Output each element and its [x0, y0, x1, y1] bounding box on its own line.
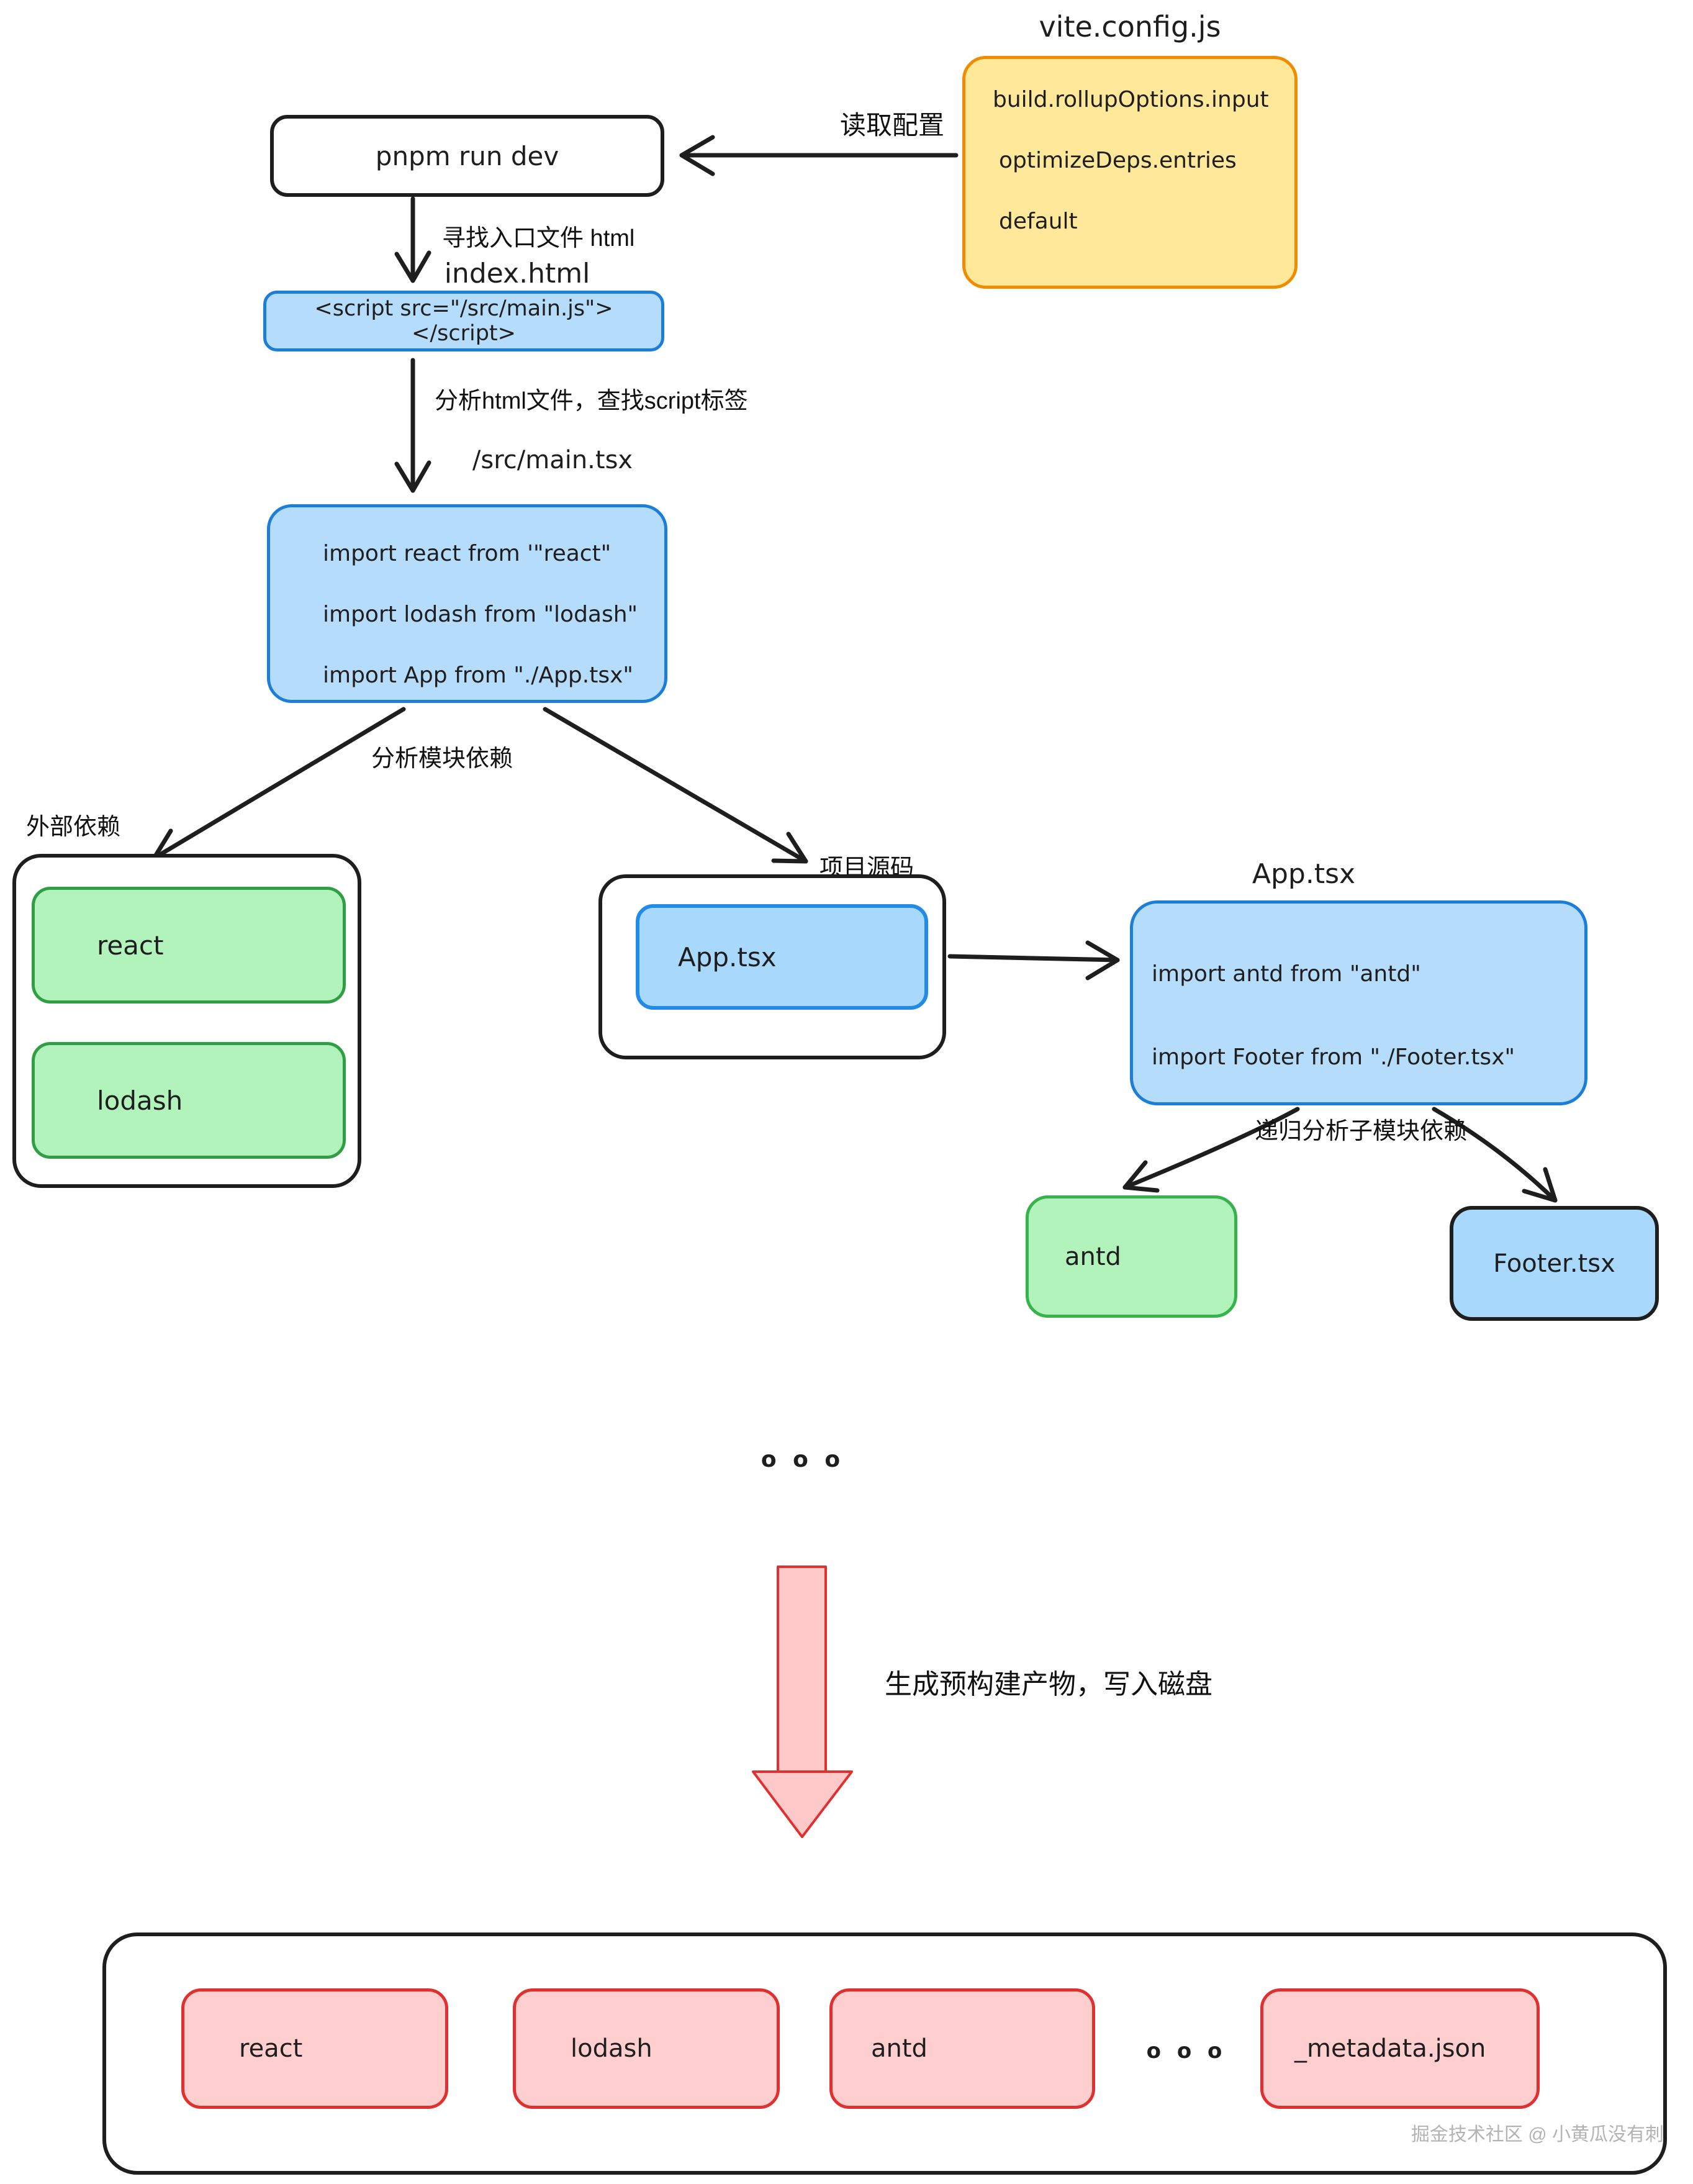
app-tsx-imports-box: import antd from "antd" import Footer fr…	[1130, 900, 1587, 1105]
ellipsis-output: o o o	[1146, 2039, 1227, 2064]
app-import-line: import antd from "antd"	[1152, 961, 1421, 987]
watermark: 掘金技术社区 @ 小黄瓜没有刺	[1411, 2124, 1664, 2145]
arrow-to-project-src	[543, 707, 808, 864]
vite-config-item: build.rollupOptions.input	[993, 87, 1269, 112]
recursive-label: 递归分析子模块依赖	[1254, 1118, 1467, 1144]
output-antd-box: antd	[829, 1988, 1095, 2109]
ellipsis-middle: o o o	[761, 1447, 845, 1472]
prebundle-arrow	[752, 1566, 853, 1838]
output-metadata-box: _metadata.json	[1260, 1988, 1540, 2109]
arrow-analyze-html	[394, 358, 431, 493]
arrow-app-to-imports	[947, 940, 1120, 981]
vite-config-box: build.rollupOptions.input optimizeDeps.e…	[962, 56, 1298, 289]
antd-box: antd	[1026, 1195, 1237, 1318]
external-dep-lodash-box: lodash	[32, 1042, 346, 1159]
output-lodash-box: lodash	[513, 1988, 780, 2109]
project-app-tsx-box: App.tsx	[636, 904, 928, 1010]
main-tsx-path-label: /src/main.tsx	[472, 446, 633, 474]
external-dep-react-box: react	[32, 887, 346, 1004]
generate-label: 生成预构建产物，写入磁盘	[885, 1669, 1212, 1700]
arrow-read-config	[679, 135, 959, 176]
find-entry-label: 寻找入口文件 html	[442, 225, 635, 251]
project-src-container: App.tsx	[598, 874, 946, 1059]
vite-config-item: default	[999, 209, 1078, 234]
vite-config-item: optimizeDeps.entries	[999, 148, 1237, 173]
index-html-label: index.html	[444, 258, 590, 289]
app-tsx-title: App.tsx	[1252, 858, 1356, 890]
external-deps-label: 外部依赖	[26, 814, 121, 840]
main-tsx-box: import react from '"react" import lodash…	[267, 504, 667, 703]
output-react-box: react	[181, 1988, 448, 2109]
script-tag-box: <script src="/src/main.js"></script>	[263, 291, 664, 351]
output-container: react lodash antd o o o _metadata.json	[102, 1933, 1667, 2175]
pnpm-run-dev-box: pnpm run dev	[270, 115, 664, 197]
app-import-line: import Footer from "./Footer.tsx"	[1152, 1044, 1515, 1070]
main-import-line: import App from "./App.tsx"	[323, 663, 633, 688]
footer-tsx-box: Footer.tsx	[1450, 1206, 1659, 1321]
analyze-deps-label: 分析模块依赖	[371, 746, 513, 772]
arrow-to-external-deps	[151, 707, 406, 861]
external-deps-container: react lodash	[12, 854, 361, 1188]
read-config-label: 读取配置	[839, 111, 944, 140]
main-import-line: import lodash from "lodash"	[323, 602, 638, 627]
arrow-to-antd	[1122, 1107, 1300, 1193]
vite-config-title: vite.config.js	[1039, 10, 1221, 43]
arrow-to-footer	[1432, 1107, 1558, 1203]
main-import-line: import react from '"react"	[323, 541, 612, 566]
arrow-find-entry	[394, 196, 431, 283]
analyze-html-label: 分析html文件，查找script标签	[435, 388, 748, 414]
